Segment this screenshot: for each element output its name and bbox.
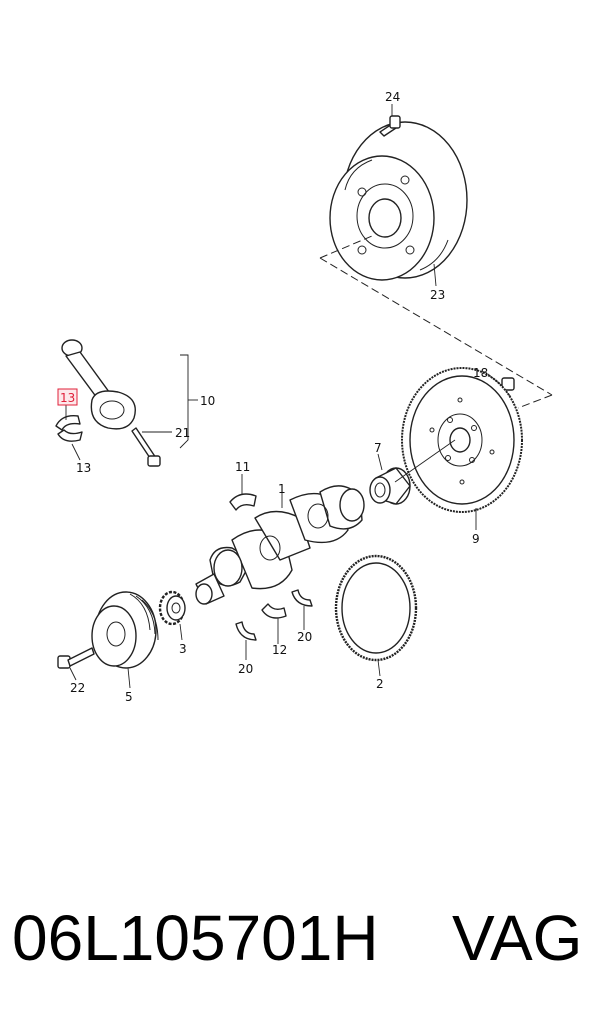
part-1-crankshaft[interactable] [195,485,365,605]
brand-name: VAG [452,902,583,974]
callout-12[interactable]: 12 [272,643,287,657]
callout-13-highlight [57,388,78,406]
part-13-bearing-shell[interactable] [55,415,83,442]
part-12-main-bearing-shell[interactable] [261,603,287,619]
exploded-parts-diagram: 24 23 18 10 13 21 13 7 11 1 9 3 20 12 20… [55,90,553,704]
footer: 06L105701H VAG [0,888,600,988]
callout-5[interactable]: 5 [125,690,133,704]
callout-21[interactable]: 21 [175,426,190,440]
callout-22[interactable]: 22 [70,681,85,695]
callout-13-highlighted[interactable]: 13 [60,391,75,405]
part-number: 06L105701H [12,902,379,974]
part-21-rod-bolt[interactable] [131,427,161,467]
callout-labels: 24 23 18 10 13 21 13 7 11 1 9 3 20 12 20… [57,90,488,704]
callout-7[interactable]: 7 [374,441,382,455]
callout-20-lower[interactable]: 20 [238,662,253,676]
part-24-bolt[interactable] [379,115,401,137]
callout-10[interactable]: 10 [200,394,215,408]
part-7-bearing[interactable] [369,467,411,505]
bracket-10 [179,354,189,449]
callout-2[interactable]: 2 [376,677,384,691]
part-2-ring-gear[interactable] [334,554,418,662]
part-5-pulley[interactable] [91,591,159,669]
alignment-line-upper [319,235,373,259]
alignment-line-right [517,394,553,409]
part-9-flywheel[interactable] [401,367,523,513]
leader-lines [65,104,501,689]
alignment-line-side [319,257,553,396]
part-10-connecting-rod[interactable] [61,339,136,430]
part-23-drive-plate[interactable] [329,121,468,281]
part-22-pulley-bolt[interactable] [57,647,95,669]
callout-11[interactable]: 11 [235,460,250,474]
callout-23[interactable]: 23 [430,288,445,302]
axis-line [394,439,456,483]
part-20-thrust-washer-lower[interactable] [235,621,257,641]
callout-13[interactable]: 13 [76,461,91,475]
part-11-main-bearing-shell[interactable] [229,493,257,511]
callout-1[interactable]: 1 [278,482,286,496]
part-3-sprocket[interactable] [158,590,186,626]
part-20-thrust-washer-upper[interactable] [291,589,313,607]
callout-20-upper[interactable]: 20 [297,630,312,644]
callout-24[interactable]: 24 [385,90,400,104]
callout-3[interactable]: 3 [179,642,187,656]
callout-18[interactable]: 18 [473,366,488,380]
callout-9[interactable]: 9 [472,532,480,546]
